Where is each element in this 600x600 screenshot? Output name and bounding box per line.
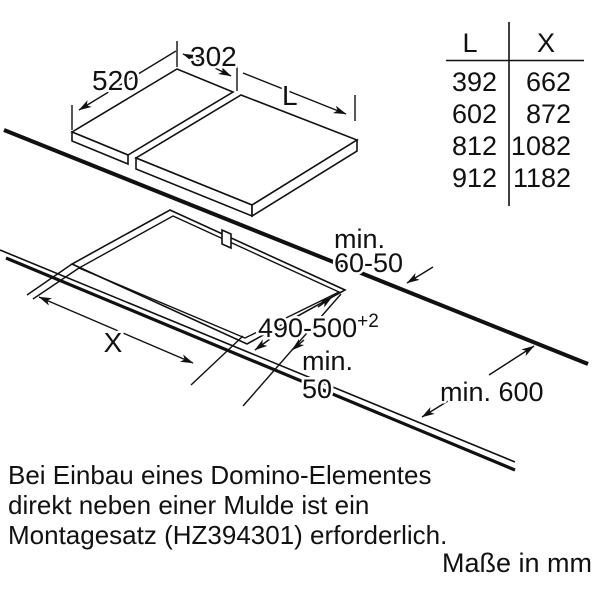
hob-isometric-drawing: 520 302 L xyxy=(70,39,359,218)
worktop-cutout-drawing: X 490-500+2 min. 50 min. 60-50 min. 600 xyxy=(0,209,546,472)
back-clearance-label-line2: 60-50 xyxy=(334,248,403,278)
back-clearance-arrow xyxy=(406,266,434,284)
worktop-front-edge-bottom-line xyxy=(5,256,516,472)
dim-x-arrow-left xyxy=(38,296,117,331)
dim-520-arrow xyxy=(78,50,177,111)
table-cell-x1: 872 xyxy=(526,99,571,129)
dim-302-arrow-right xyxy=(206,63,232,77)
cutout-outline-inner xyxy=(77,215,341,339)
note-line-3: Montagesatz (HZ394301) erforderlich. xyxy=(8,520,447,550)
table-cell-x2: 1082 xyxy=(511,131,571,161)
dim-302-label: 302 xyxy=(190,41,237,72)
units-label: Maße in mm xyxy=(442,548,592,578)
extension-line-front-left xyxy=(190,335,244,386)
table-cell-l2: 812 xyxy=(452,131,497,161)
small-hob-front-face xyxy=(71,130,129,166)
dim-520-label: 520 xyxy=(92,65,139,96)
table-header-l: L xyxy=(462,28,477,58)
dim-cutout-depth-label: 490-500+2 xyxy=(258,311,379,343)
dim-depth-arrow-right xyxy=(317,296,333,308)
front-clearance-label-line2: 50 xyxy=(302,374,332,404)
worktop-depth-label: min. 600 xyxy=(440,377,544,407)
dim-depth-arrow-left xyxy=(254,338,271,351)
cutout-thickness-step xyxy=(221,228,232,250)
note-line-1: Bei Einbau eines Domino-Elementes xyxy=(8,460,431,490)
table-cell-l0: 392 xyxy=(452,67,497,97)
table-cell-x3: 1182 xyxy=(513,163,571,193)
note-text: Bei Einbau eines Domino-Elementes direkt… xyxy=(6,458,450,553)
worktop-back-edge-line xyxy=(3,128,589,366)
cutout-outline-outer xyxy=(70,209,347,345)
worktop-front-edge-top-line xyxy=(0,249,516,463)
worktop-depth-arrow-front xyxy=(421,400,449,418)
extension-line-left-inner xyxy=(32,267,80,300)
dim-cutout-depth-value: 490-500 xyxy=(258,313,357,343)
front-clearance-arrow xyxy=(291,338,305,351)
extension-line-left-outer xyxy=(26,263,73,296)
dim-L-label: L xyxy=(282,80,298,111)
back-clearance-label-line1: min. xyxy=(334,224,385,254)
dim-x-label: X xyxy=(104,327,123,358)
table-header-x: X xyxy=(537,28,555,58)
dimension-table: L X 392 662 602 872 812 1082 912 1182 xyxy=(446,22,584,206)
table-cell-x0: 662 xyxy=(526,67,571,97)
note-line-2: direkt neben einer Mulde ist ein xyxy=(8,490,369,520)
table-cell-l1: 602 xyxy=(452,99,497,129)
table-cell-l3: 912 xyxy=(452,163,497,193)
dim-x-arrow-right xyxy=(115,329,194,364)
front-clearance-label-line1: min. xyxy=(302,346,353,376)
dim-L-arrow xyxy=(242,72,347,115)
large-hob-front-right-face xyxy=(251,138,358,218)
dim-302-arrow-left xyxy=(182,53,208,65)
worktop-depth-arrow-back xyxy=(488,345,535,376)
dim-cutout-depth-tolerance: +2 xyxy=(357,311,379,332)
